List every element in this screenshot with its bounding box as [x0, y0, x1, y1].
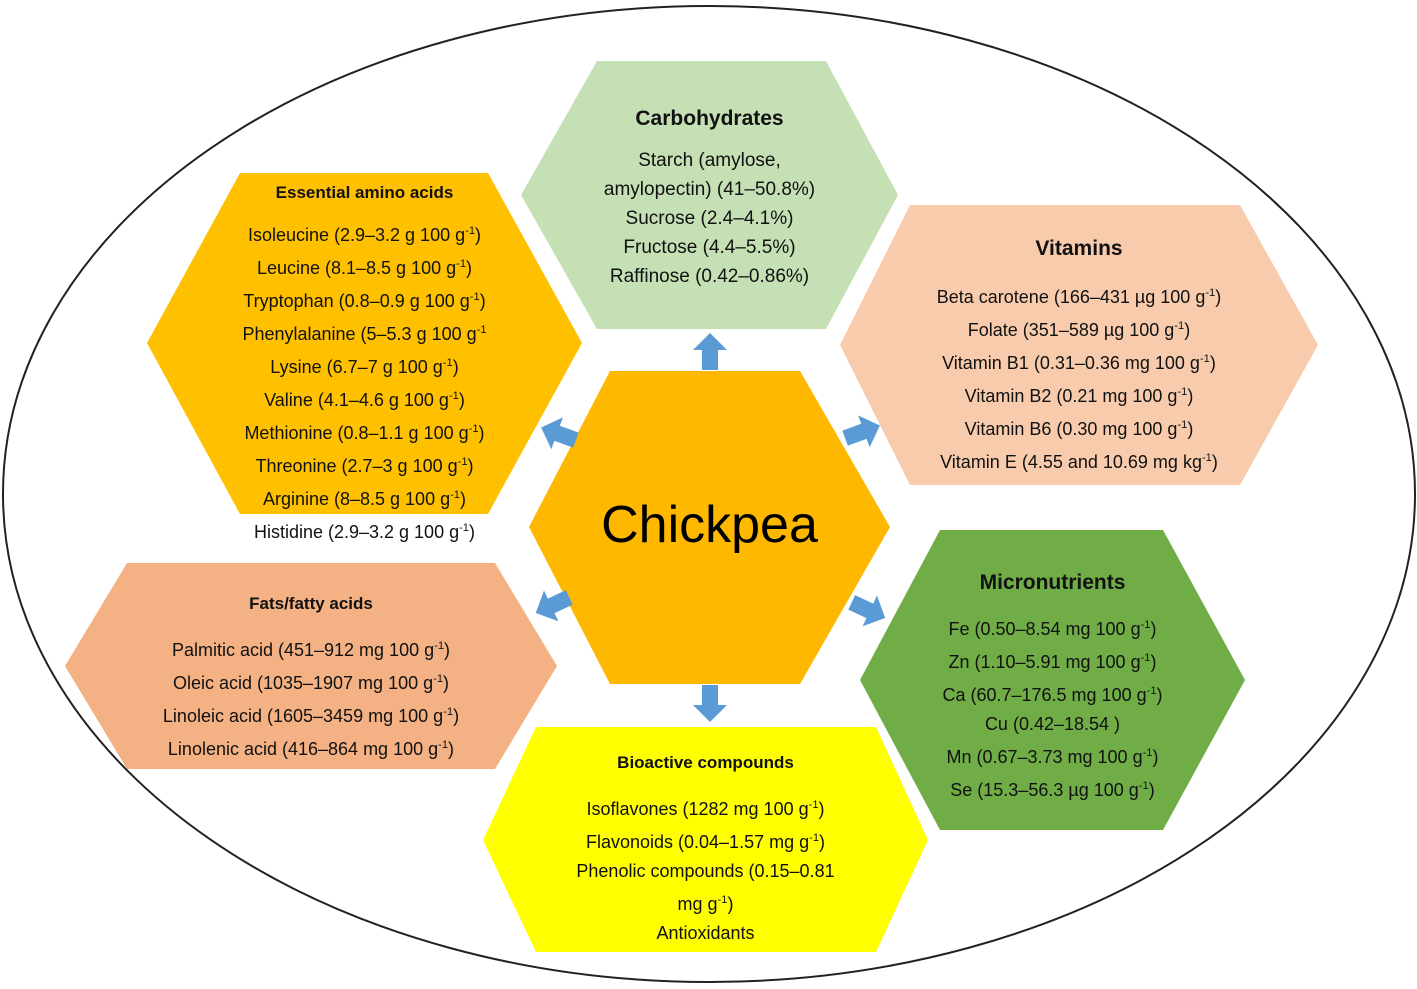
nutrient-line: Histidine (2.9–3.2 g 100 g-1): [253, 522, 476, 542]
bioactive-hexagon: [483, 727, 928, 952]
bioactive-title: Bioactive compounds: [617, 753, 794, 772]
micronutrients-box: Micronutrients Fe (0.50–8.54 mg 100 g-1)…: [860, 568, 1245, 805]
amino-acids-title: Essential amino acids: [275, 183, 454, 202]
nutrient-line: Zn (1.10–5.91 mg 100 g-1): [948, 652, 1157, 672]
nutrient-line: Threonine (2.7–3 g 100 g-1): [255, 456, 474, 476]
nutrient-line: Lysine (6.7–7 g 100 g-1): [270, 357, 459, 377]
arrow-to-carbohydrates: [693, 333, 727, 370]
carbohydrates-box: Carbohydrates Starch (amylose, amylopecti…: [521, 104, 898, 291]
nutrient-line: Vitamin E (4.55 and 10.69 mg kg-1): [940, 452, 1218, 472]
nutrient-line: Raffinose (0.42–0.86%): [609, 266, 810, 287]
nutrient-line: Beta carotene (166–431 µg 100 g-1): [936, 287, 1222, 307]
nutrient-line: Valine (4.1–4.6 g 100 g-1): [264, 390, 465, 410]
amino-acids-lines: Isoleucine (2.9–3.2 g 100 g-1) Leucine (8…: [242, 217, 486, 547]
nutrient-line: Folate (351–589 µg 100 g-1): [967, 320, 1191, 340]
bioactive-box: Bioactive compounds Isoflavones (1282 mg…: [483, 748, 928, 948]
fats-title: Fats/fatty acids: [249, 594, 373, 613]
micronutrients-hexagon: [860, 530, 1245, 830]
vitamins-hexagon: [840, 205, 1318, 485]
nutrient-line: Starch (amylose,: [638, 150, 781, 171]
nutrient-line: amylopectin) (41–50.8%): [603, 179, 816, 200]
vitamins-title: Vitamins: [1035, 237, 1123, 260]
nutrient-line: Ca (60.7–176.5 mg 100 g-1): [942, 685, 1163, 705]
nutrient-line: Methionine (0.8–1.1 g 100 g-1): [244, 423, 485, 443]
nutrient-line: Isoleucine (2.9–3.2 g 100 g-1): [247, 225, 482, 245]
arrow-to-micronutrients: [848, 595, 886, 627]
carbohydrates-lines: Starch (amylose, amylopectin) (41–50.8%) S…: [604, 146, 815, 291]
bioactive-lines: Isoflavones (1282 mg 100 g-1) Flavonoids …: [576, 791, 834, 948]
nutrient-line: Linoleic acid (1605–3459 mg 100 g-1): [162, 706, 460, 726]
nutrient-line: Palmitic acid (451–912 mg 100 g-1): [171, 640, 451, 660]
chickpea-label: Chickpea: [601, 496, 818, 554]
nutrient-line: mg g-1): [677, 894, 734, 914]
nutrient-line: Leucine (8.1–8.5 g 100 g-1): [256, 258, 473, 278]
nutrient-line: Mn (0.67–3.73 mg 100 g-1): [946, 747, 1159, 767]
nutrient-line: Oleic acid (1035–1907 mg 100 g-1): [172, 673, 450, 693]
nutrient-line: Fructose (4.4–5.5%): [623, 237, 796, 258]
nutrient-line: Tryptophan (0.8–0.9 g 100 g-1): [243, 291, 486, 311]
vitamins-lines: Beta carotene (166–431 µg 100 g-1) Folate…: [937, 279, 1222, 477]
arrow-to-vitamins: [842, 415, 880, 448]
nutrient-line: Phenolic compounds (0.15–0.81: [576, 861, 835, 881]
nutrient-line: Phenylalanine (5–5.3 g 100 g-1: [242, 324, 487, 344]
nutrient-line: Cu (0.42–18.54 ): [984, 714, 1121, 734]
vitamins-box: Vitamins Beta carotene (166–431 µg 100 g…: [840, 234, 1318, 477]
nutrient-line: Vitamin B6 (0.30 mg 100 g-1): [964, 419, 1194, 439]
fats-box: Fats/fatty acids Palmitic acid (451–912 …: [65, 589, 557, 764]
micronutrients-title: Micronutrients: [979, 571, 1126, 594]
nutrient-line: Se (15.3–56.3 µg 100 g-1): [950, 780, 1155, 800]
nutrient-line: Isoflavones (1282 mg 100 g-1): [586, 799, 825, 819]
carbohydrates-title: Carbohydrates: [635, 107, 784, 130]
nutrient-line: Linolenic acid (416–864 mg 100 g-1): [167, 739, 455, 759]
fats-hexagon: [65, 563, 557, 769]
chickpea-hexagon: [529, 371, 890, 684]
nutrient-line: Antioxidants: [656, 923, 755, 943]
nutrient-line: Arginine (8–8.5 g 100 g-1): [262, 489, 467, 509]
arrow-to-fats: [535, 590, 573, 622]
arrow-to-amino-acids: [541, 417, 579, 450]
amino-acids-hexagon: [147, 173, 582, 514]
amino-acids-box: Essential amino acids Isoleucine (2.9–3.…: [147, 178, 582, 547]
carbohydrates-hexagon: [521, 61, 898, 329]
nutrient-line: Vitamin B2 (0.21 mg 100 g-1): [964, 386, 1194, 406]
nutrient-line: Sucrose (2.4–4.1%): [625, 208, 794, 229]
arrow-to-bioactive: [693, 685, 727, 722]
fats-lines: Palmitic acid (451–912 mg 100 g-1) Oleic …: [163, 632, 459, 764]
nutrient-line: Flavonoids (0.04–1.57 mg g-1): [585, 832, 826, 852]
nutrient-line: Fe (0.50–8.54 mg 100 g-1): [948, 619, 1157, 639]
micronutrients-lines: Fe (0.50–8.54 mg 100 g-1) Zn (1.10–5.91 m…: [942, 611, 1162, 805]
nutrient-line: Vitamin B1 (0.31–0.36 mg 100 g-1): [942, 353, 1216, 373]
